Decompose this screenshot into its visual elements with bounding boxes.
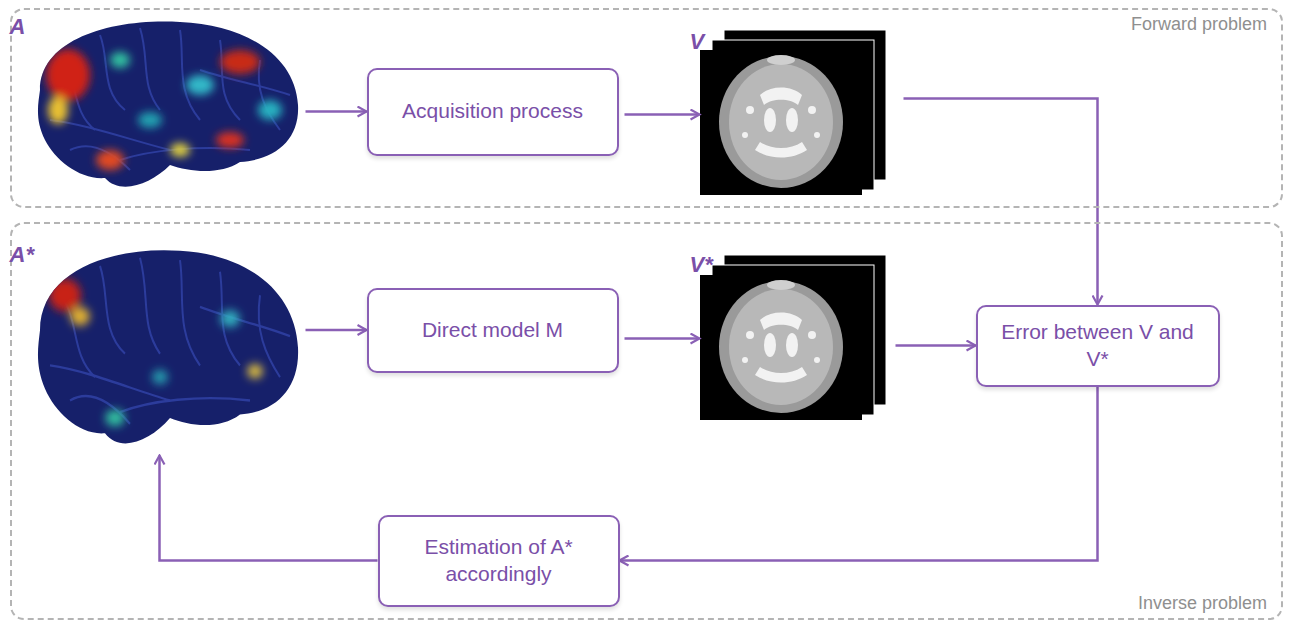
flow-arrow (306, 329, 367, 332)
flow-arrow (620, 387, 1098, 561)
variable-label: A (10, 14, 26, 40)
variable-label: V (690, 29, 705, 55)
flow-arrow (160, 456, 378, 561)
box-label: Direct model M (422, 317, 563, 343)
variable-label: A* (10, 242, 34, 268)
process-box: Error between V and V* (976, 305, 1220, 387)
figure-frame: V (700, 35, 890, 195)
process-box: Estimation of A* accordingly (378, 515, 620, 607)
process-box: Direct model M (367, 288, 619, 373)
band-label: Forward problem (1131, 14, 1267, 35)
problem-band: Inverse problem A* Direct model M V* Error b… (10, 222, 1283, 620)
process-box: Acquisition process (367, 68, 619, 156)
variable-label: V* (690, 252, 713, 278)
flow-arrow (306, 110, 367, 113)
flow-arrow (625, 113, 700, 116)
box-label: Error between V and V* (990, 319, 1206, 372)
figure-frame: A (20, 20, 300, 196)
problem-band: Forward problem A Acquisition process V (10, 8, 1283, 208)
figure-frame: A* (20, 248, 300, 454)
flow-arrow (904, 99, 1098, 305)
flow-arrow (896, 344, 976, 347)
box-label: Acquisition process (402, 98, 583, 124)
band-label: Inverse problem (1138, 593, 1267, 614)
box-label: Estimation of A* accordingly (392, 534, 606, 587)
flow-arrow (625, 337, 700, 340)
figure-frame: V* (700, 258, 890, 420)
